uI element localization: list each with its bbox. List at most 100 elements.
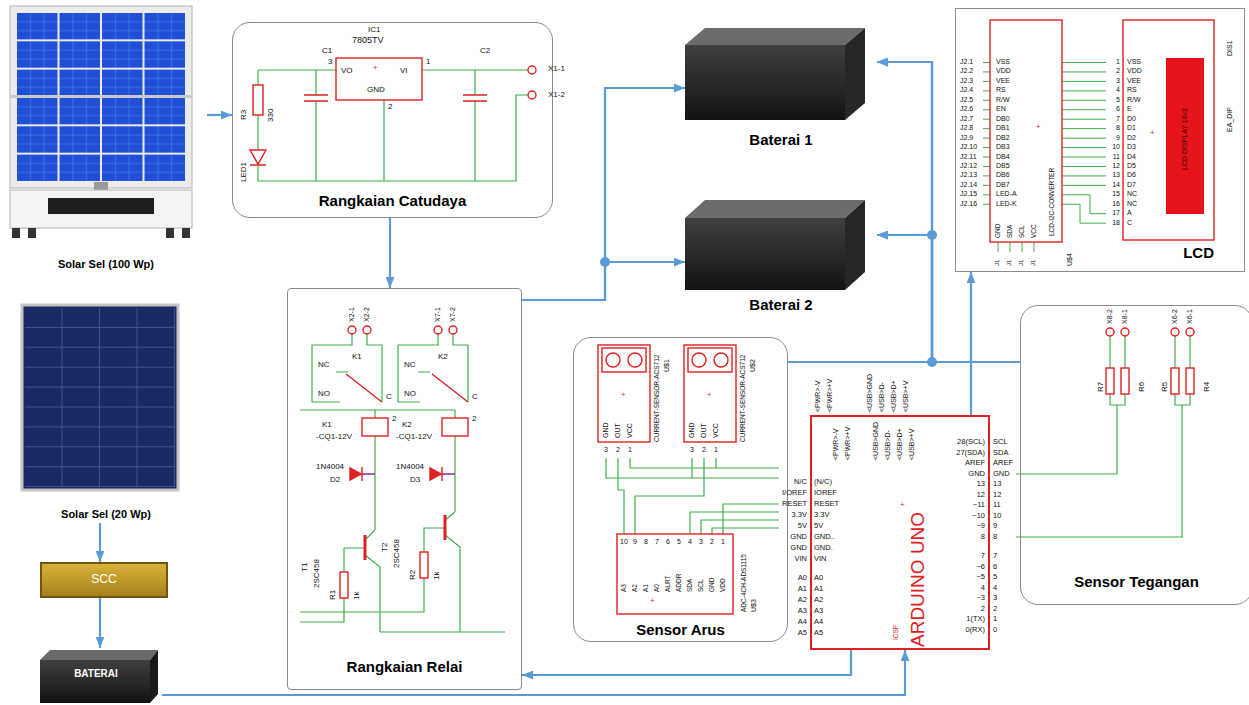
- power-supply-schematic: [250, 150, 266, 165]
- schematic-label: A2: [631, 584, 638, 592]
- relay-schematic: [300, 326, 505, 632]
- schematic-label: D0: [1127, 115, 1136, 123]
- schematic-label: ~5: [976, 573, 985, 582]
- solar-panel-illustration: [28, 228, 36, 238]
- schematic-label: J2.5: [960, 96, 973, 104]
- schematic-label: DB7: [996, 181, 1010, 189]
- schematic-label: GND: [688, 422, 696, 438]
- schematic-label: 1: [721, 538, 725, 546]
- battery: Baterai 1: [685, 28, 877, 150]
- schematic-label: AREF: [993, 459, 1013, 468]
- schematic-label: 3: [328, 57, 332, 66]
- schematic-label: U$1: [663, 359, 671, 372]
- current-sensor-schematic: [692, 353, 706, 367]
- schematic-label: 1k: [352, 592, 361, 600]
- schematic-label: 9: [993, 522, 997, 531]
- schematic-label: VDD: [719, 578, 726, 592]
- schematic-label: 4: [981, 584, 985, 593]
- schematic-label: LCD-I2C-CONVERTER: [1048, 168, 1055, 236]
- schematic-label: NC: [1127, 190, 1137, 198]
- relay-schematic: [434, 326, 442, 334]
- schematic-label: ADDR: [675, 574, 682, 592]
- schematic-label: J1: [994, 260, 1001, 266]
- schematic-label: I/OREF: [782, 489, 807, 498]
- schematic-label: R2: [408, 570, 417, 580]
- battery-illustration: [150, 650, 158, 703]
- voltage-sensor-schematic: [1171, 328, 1179, 336]
- schematic-label: A1: [642, 584, 649, 592]
- schematic-label: 1: [1116, 58, 1120, 66]
- schematic-label: ICSP: [892, 625, 899, 640]
- current-sensor-schematic: [598, 345, 650, 442]
- voltage-sensor-schematic: [1121, 328, 1129, 336]
- connector-arrow: [522, 88, 685, 300]
- schematic-label: +: [621, 390, 626, 399]
- battery-illustration: [40, 28, 865, 703]
- schematic-label: SDA: [993, 449, 1008, 458]
- schematic-label: VDD: [1127, 67, 1142, 75]
- schematic-label: GND: [968, 470, 985, 479]
- schematic-label: VCC: [626, 423, 634, 438]
- connector-arrow: [877, 62, 1020, 362]
- relay-schematic: [449, 326, 457, 334]
- battery-illustration: [845, 200, 865, 290]
- node-title: BATERAI: [40, 668, 152, 680]
- relay-schematic: [442, 418, 468, 436]
- schematic-label: K1: [352, 352, 362, 361]
- node-title: Solar Sel (100 Wp): [5, 258, 207, 271]
- schematic-label: 9: [633, 538, 637, 546]
- current-sensor-schematic: [688, 348, 732, 372]
- schematic-label: EN: [996, 105, 1006, 113]
- schematic-label: (N/C): [814, 478, 832, 487]
- schematic-label: 7: [655, 538, 659, 546]
- schematic-label: VIN: [814, 555, 827, 564]
- schematic-label: OUT: [614, 423, 622, 438]
- schematic-label: 2SC458: [312, 559, 321, 588]
- solar-panel-illustration: [22, 305, 178, 490]
- schematic-label: 7805TV: [352, 35, 384, 45]
- schematic-label: 15: [1112, 190, 1120, 198]
- battery-illustration: [40, 650, 158, 660]
- schematic-label: J2.15: [960, 190, 977, 198]
- relay-schematic: [340, 572, 348, 598]
- battery: Baterai 2: [685, 200, 877, 315]
- schematic-label: 7: [993, 552, 997, 561]
- schematic-label: 8: [981, 533, 985, 542]
- schematic-label: 1(TX): [966, 615, 985, 624]
- schematic-label: DB5: [996, 162, 1010, 170]
- schematic-label: 1N4004: [316, 462, 344, 471]
- schematic-label: 12: [1112, 162, 1120, 170]
- current-sensor-schematic: [602, 348, 646, 372]
- schematic-label: LED1: [239, 162, 248, 182]
- schematic-label: C2: [480, 46, 490, 55]
- schematic-label: VSS: [1127, 58, 1141, 66]
- schematic-label: J2.3: [960, 77, 973, 85]
- solar-panel-illustration: [182, 228, 190, 238]
- schematic-label: 1N4004: [396, 462, 424, 471]
- schematic-label: K2: [438, 352, 448, 361]
- schematic-label: AREF: [965, 459, 985, 468]
- schematic-label: ~11: [973, 501, 985, 510]
- battery-illustration: [685, 28, 865, 45]
- schematic-label: VDD: [996, 67, 1011, 75]
- schematic-label: 3: [993, 594, 997, 603]
- relay-schematic: [365, 515, 445, 560]
- schematic-label: 5: [993, 573, 997, 582]
- schematic-label: RS: [996, 86, 1006, 94]
- voltage-sensor-schematic: [1106, 328, 1194, 394]
- schematic-label: J2.8: [960, 124, 973, 132]
- schematic-label: D4: [1127, 153, 1136, 161]
- connector-layer: [100, 62, 1020, 695]
- schematic-label: 3.3V: [792, 511, 807, 520]
- schematic-label: D2: [330, 475, 340, 484]
- schematic-label: D5: [1127, 162, 1136, 170]
- schematic-label: DB2: [996, 134, 1010, 142]
- schematic-label: RESET: [814, 500, 839, 509]
- schematic-label: GND: [367, 85, 385, 94]
- relay-schematic: [346, 374, 468, 402]
- schematic-label: 2: [1116, 67, 1120, 75]
- circuit-panel: Rangkaian Catudaya: [232, 22, 553, 218]
- schematic-label: 7: [981, 552, 985, 561]
